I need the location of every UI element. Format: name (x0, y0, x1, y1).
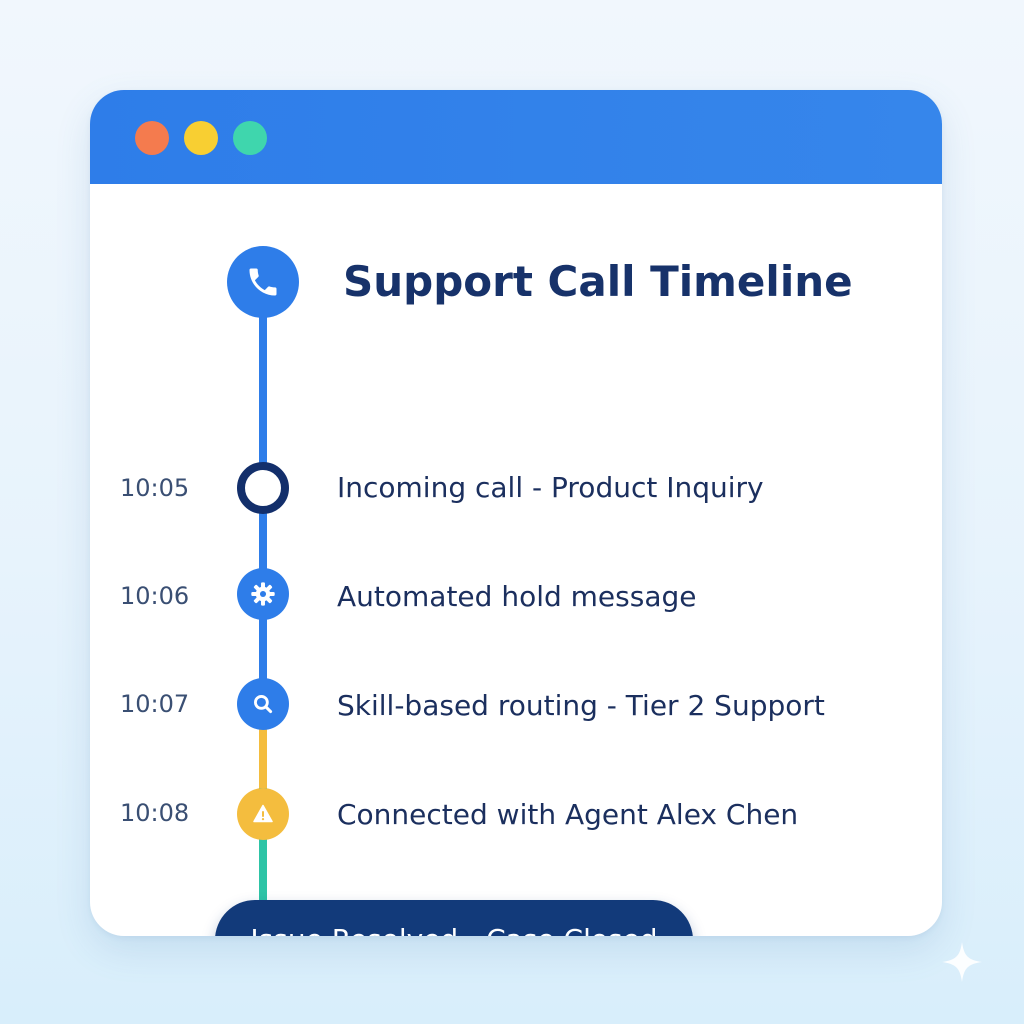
event-time: 10:05 (120, 474, 190, 502)
event-label: Connected with Agent Alex Chen (337, 798, 799, 831)
search-icon (237, 678, 289, 730)
event-time: 10:06 (120, 582, 190, 610)
app-window: Support Call Timeline 10:05 Incoming cal… (90, 90, 942, 936)
sparkle-icon (942, 942, 982, 982)
resolution-badge[interactable]: Issue Resolved - Case Closed (215, 900, 693, 936)
timeline-line-segment (259, 788, 267, 900)
title-bar (90, 90, 942, 184)
gear-icon (237, 568, 289, 620)
close-dot[interactable] (135, 121, 169, 155)
maximize-dot[interactable] (233, 121, 267, 155)
event-label: Automated hold message (337, 580, 697, 613)
event-label: Skill-based routing - Tier 2 Support (337, 689, 825, 722)
warning-icon (237, 788, 289, 840)
timeline-content: Support Call Timeline 10:05 Incoming cal… (90, 184, 942, 936)
gear-glyph (251, 582, 275, 606)
timeline-line-segment (259, 300, 267, 450)
phone-glyph (249, 268, 277, 296)
page-title: Support Call Timeline (343, 257, 853, 306)
warning-glyph (253, 804, 273, 823)
event-label: Incoming call - Product Inquiry (337, 471, 764, 504)
phone-icon (227, 246, 299, 318)
event-time: 10:07 (120, 690, 190, 718)
event-time: 10:08 (120, 799, 190, 827)
ring-node (237, 462, 289, 514)
minimize-dot[interactable] (184, 121, 218, 155)
search-glyph (254, 695, 273, 714)
timeline-line-segment (259, 720, 267, 788)
